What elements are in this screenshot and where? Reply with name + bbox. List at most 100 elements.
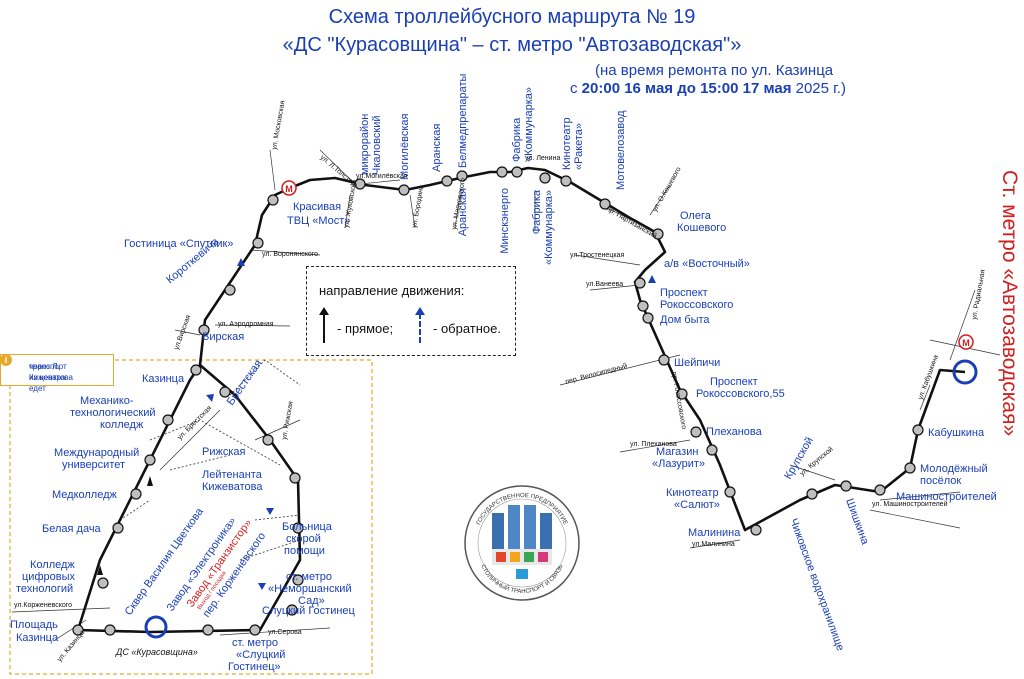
legend-box: направление движения: - прямое; - обратн… [306,266,516,356]
label-medkolledzh: Медколледж [52,489,118,501]
note-line-1: (на время ремонта по ул. Казинца [595,62,834,79]
stop-krupskoy[interactable] [806,488,818,500]
stop-belmed[interactable] [456,170,468,182]
svg-text:ул. Казинца: ул. Казинца [56,630,86,664]
label-virskaya: Вирская [202,331,244,343]
stop-mashinostroiteley[interactable] [874,484,886,496]
label-belaya-dacha: Белая дача [42,523,102,535]
stop-virskaya[interactable] [198,324,210,336]
ds-kurasovshchina-ring [144,615,168,639]
stop-belaya-dacha[interactable] [112,522,124,534]
stop-dom-byta[interactable] [642,312,654,324]
stop-brestskaya[interactable] [219,386,231,398]
svg-text:пер. Велосипедный: пер. Велосипедный [564,362,628,386]
stop-vostochny[interactable] [634,277,646,289]
stop-ploshchad-kazintsa[interactable] [72,624,84,636]
stop-skver[interactable] [104,624,116,636]
svg-text:ул. Брестская: ул. Брестская [176,405,213,442]
note-bold: 20:00 16 мая до 15:00 17 мая [581,80,792,97]
stop-kommunarka-1[interactable] [511,166,523,178]
stop-mogilevskaya[interactable] [398,184,410,196]
legend-forward: - прямое; [337,321,394,336]
legend-title: направление движения: [319,283,465,298]
label-chkalovsky: микрорайонЧкаловский [359,114,383,175]
label-krasivaya: Красивая [293,201,341,213]
svg-text:ул.Могилёвская: ул.Могилёвская [356,173,408,180]
reverse-arrow-icon [415,307,425,343]
stop-chkalovsky[interactable] [354,178,366,190]
metro-side-label: Ст. метро «Автозаводская» [995,170,1024,470]
label-aranskaya: Аранская [431,124,443,172]
label-raketa: Кинотеатр«Ракета» [561,117,585,170]
legend-reverse: - обратное. [433,321,501,336]
stop-kizhevatova[interactable] [289,472,301,484]
stop-kommunarka-2[interactable] [539,172,551,184]
label-malinina: Малинина [688,527,741,539]
stop-raketa[interactable] [560,175,572,187]
stop-rokossovskogo[interactable] [637,300,649,312]
stop-rokossovskogo-55[interactable] [676,388,688,400]
stop-motovelozavod[interactable] [599,198,611,210]
stop-kazintsa[interactable] [190,364,202,376]
stop-korotkevicha[interactable] [224,284,236,296]
metro-icon-2 [281,180,297,196]
stop-mekhaniko[interactable] [162,414,174,426]
route-line [76,166,966,631]
stop-sheypichi[interactable] [658,354,670,366]
svg-text:ул. О.Кошевого: ул. О.Кошевого [652,166,683,213]
label-kabushkina: Кабушкина [928,427,985,439]
label-belmed: Белмедпрепараты [457,73,469,168]
stop-medkolledzh[interactable] [130,488,142,500]
label-chizhovskoe: Чижовское водохранилище [787,517,846,653]
dotted-lines [119,359,301,561]
label-sheypichi: Шейпичи [674,357,720,369]
stop-plekhanova[interactable] [690,426,702,438]
svg-text:ул.Тростенецкая: ул.Тростенецкая [570,252,624,259]
label-lazurit: Магазин«Лазурит» [652,446,705,470]
stop-molodezhny[interactable] [904,462,916,474]
stop-minskenergo[interactable] [496,166,508,178]
metro-icon-letter: М [962,338,970,348]
info-icon: i [0,354,12,366]
stop-slutsky[interactable] [286,604,298,616]
svg-text:ул. Жуковского: ул. Жуковского [343,179,358,228]
stop-bolnitsa[interactable] [292,522,304,534]
stop-koshevogo[interactable] [652,228,664,240]
stop-salyut[interactable] [724,486,736,498]
stop-malinina[interactable] [750,524,762,536]
label-kommunarka: Фабрика«Коммунарка» [511,87,535,162]
stop-slutsky-metro[interactable] [249,624,261,636]
stop-mezhdunarodny[interactable] [144,454,156,466]
svg-text:ул. Воронянского: ул. Воронянского [262,251,318,258]
forward-arrow-icon [319,307,329,343]
stop-aranskaya[interactable] [441,175,453,187]
stop-kolledzh-tsifrovykh[interactable] [97,577,109,589]
note-suffix: 2025 г.) [791,80,846,97]
stop-kabushkina[interactable] [912,424,924,436]
stop-krasivaya[interactable] [267,194,279,206]
label-slutsky: Слуцкий Гостинец [262,605,356,617]
label-mogilevskaya: Могилёвская [399,114,411,180]
route-line-south [77,364,302,634]
metro-avtozavodskaya-ring [952,359,978,385]
label-motovelozavod: Мотовелозавод [615,110,627,190]
stop-nemorshansky[interactable] [292,574,304,586]
label-brestskaya: Брестская [225,358,265,408]
metro-icon [958,334,974,350]
note-line-2: с 20:00 16 мая до 15:00 17 мая 2025 г.) [570,80,846,97]
stop-rizhskaya[interactable] [262,434,274,446]
svg-text:ул. Рижская: ул. Рижская [281,401,295,441]
svg-text:ул. Машиностроителей: ул. Машиностроителей [872,500,948,508]
stop-sputnik[interactable] [252,237,264,249]
label-plekhanova: Плеханова [706,426,763,438]
stop-shishkina[interactable] [840,480,852,492]
stop-lazurit[interactable] [706,444,718,456]
stop-korzhenevskogo[interactable] [202,624,214,636]
